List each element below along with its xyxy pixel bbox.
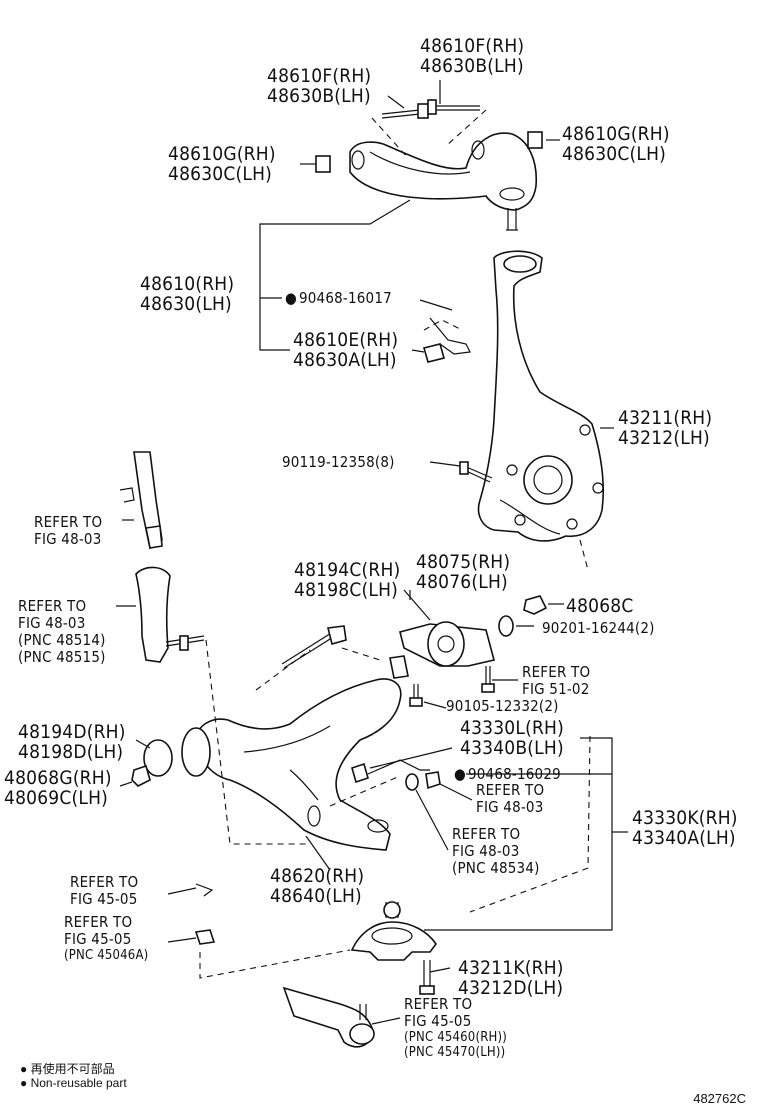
label-upper-bolt-top: 48610F(RH)48630B(LH)	[420, 35, 525, 77]
legend-jp-text: 再使用不可部品	[30, 1062, 115, 1076]
label-bolt-90105: 90105-12332(2)	[446, 697, 559, 715]
strut	[119, 451, 163, 550]
label-bushing-upper-right: 48610G(RH)48630C(LH)	[562, 123, 670, 165]
leader-lines	[116, 80, 628, 1025]
label-front-bushing: 48194D(RH)48198D(LH)	[18, 721, 126, 763]
label-knuckle: 43211(RH)43212(LH)	[618, 407, 713, 449]
bushing-upper-right	[527, 131, 543, 149]
label-ball-joint: 43330K(RH)43340A(LH)	[632, 807, 738, 849]
dashed-lines	[199, 539, 591, 979]
upper-bolts	[371, 99, 487, 159]
bullet-icon: ●	[20, 1062, 28, 1076]
stabilizer-link	[135, 566, 205, 663]
label-upper-arm-bracket: 48610E(RH)48630A(LH)	[293, 329, 399, 371]
lower-control-arm	[181, 678, 402, 851]
figure-code: 482762C	[693, 1091, 746, 1106]
label-lower-rear-bushing: 48075(RH)48076(LH)	[416, 551, 511, 593]
bushing-upper-left	[315, 155, 331, 173]
steering-knuckle	[477, 250, 605, 542]
label-lower-arm: 48620(RH)48640(LH)	[270, 865, 365, 907]
label-upper-bolt-left: 48610F(RH)48630B(LH)	[267, 65, 372, 107]
label-ball-joint-nut: 90468-16029	[454, 766, 561, 783]
label-ball-joint-bolt: 43211K(RH)43212D(LH)	[458, 957, 564, 999]
label-nut-48068c: 48068C	[566, 595, 634, 617]
legend-en: ● Non-reusable part	[20, 1076, 127, 1090]
legend-en-text: Non-reusable part	[30, 1076, 127, 1090]
label-upper-arm: 48610(RH)48630(LH)	[140, 273, 235, 315]
label-knuckle-bolt: 90119-12358(8)	[282, 453, 395, 471]
upper-control-arm	[349, 132, 538, 231]
label-lower-bolt: 48194C(RH)48198C(LH)	[294, 559, 401, 601]
washer	[498, 615, 514, 637]
lower-rear-bushing	[389, 621, 495, 679]
label-washer: 90201-16244(2)	[542, 619, 655, 637]
label-ball-joint-sub: 43330L(RH)43340B(LH)	[460, 717, 564, 759]
legend-jp: ● 再使用不可部品	[20, 1060, 115, 1077]
front-bushing	[143, 739, 173, 777]
tie-rod-end	[282, 986, 375, 1048]
label-nut-front: 48068G(RH)48069C(LH)	[4, 767, 112, 809]
label-upper-arm-nut: 90468-16017	[285, 290, 392, 307]
nut-48068c	[523, 595, 548, 615]
bullet-icon: ●	[20, 1076, 28, 1090]
nut-front	[131, 764, 151, 787]
label-bushing-upper-left: 48610G(RH)48630C(LH)	[168, 143, 276, 185]
lower-ball-joint	[350, 901, 437, 961]
